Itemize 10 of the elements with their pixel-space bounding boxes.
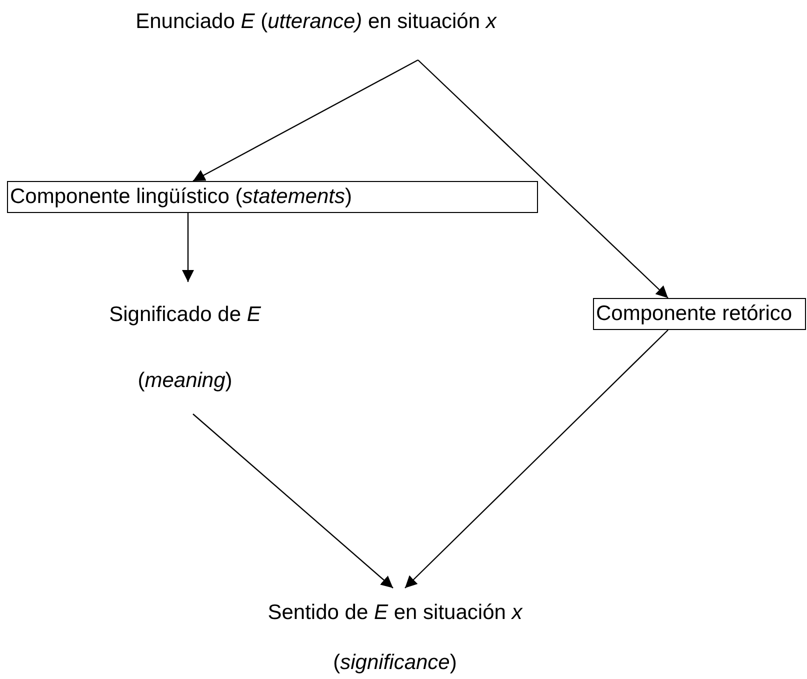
arrow: [418, 60, 668, 298]
component-box: Componente lingüístico (statements): [7, 181, 538, 213]
arrow: [404, 330, 668, 588]
component-box: Componente retórico: [593, 298, 806, 330]
text-label: Significado de E (meaning): [108, 302, 262, 394]
text-label: Sentido de E en situación x (significance): [266, 600, 524, 676]
arrow: [192, 414, 394, 588]
text-label: Enunciado E (utterance) en situación x: [134, 9, 498, 35]
arrow: [192, 59, 418, 182]
arrow: [182, 213, 194, 282]
